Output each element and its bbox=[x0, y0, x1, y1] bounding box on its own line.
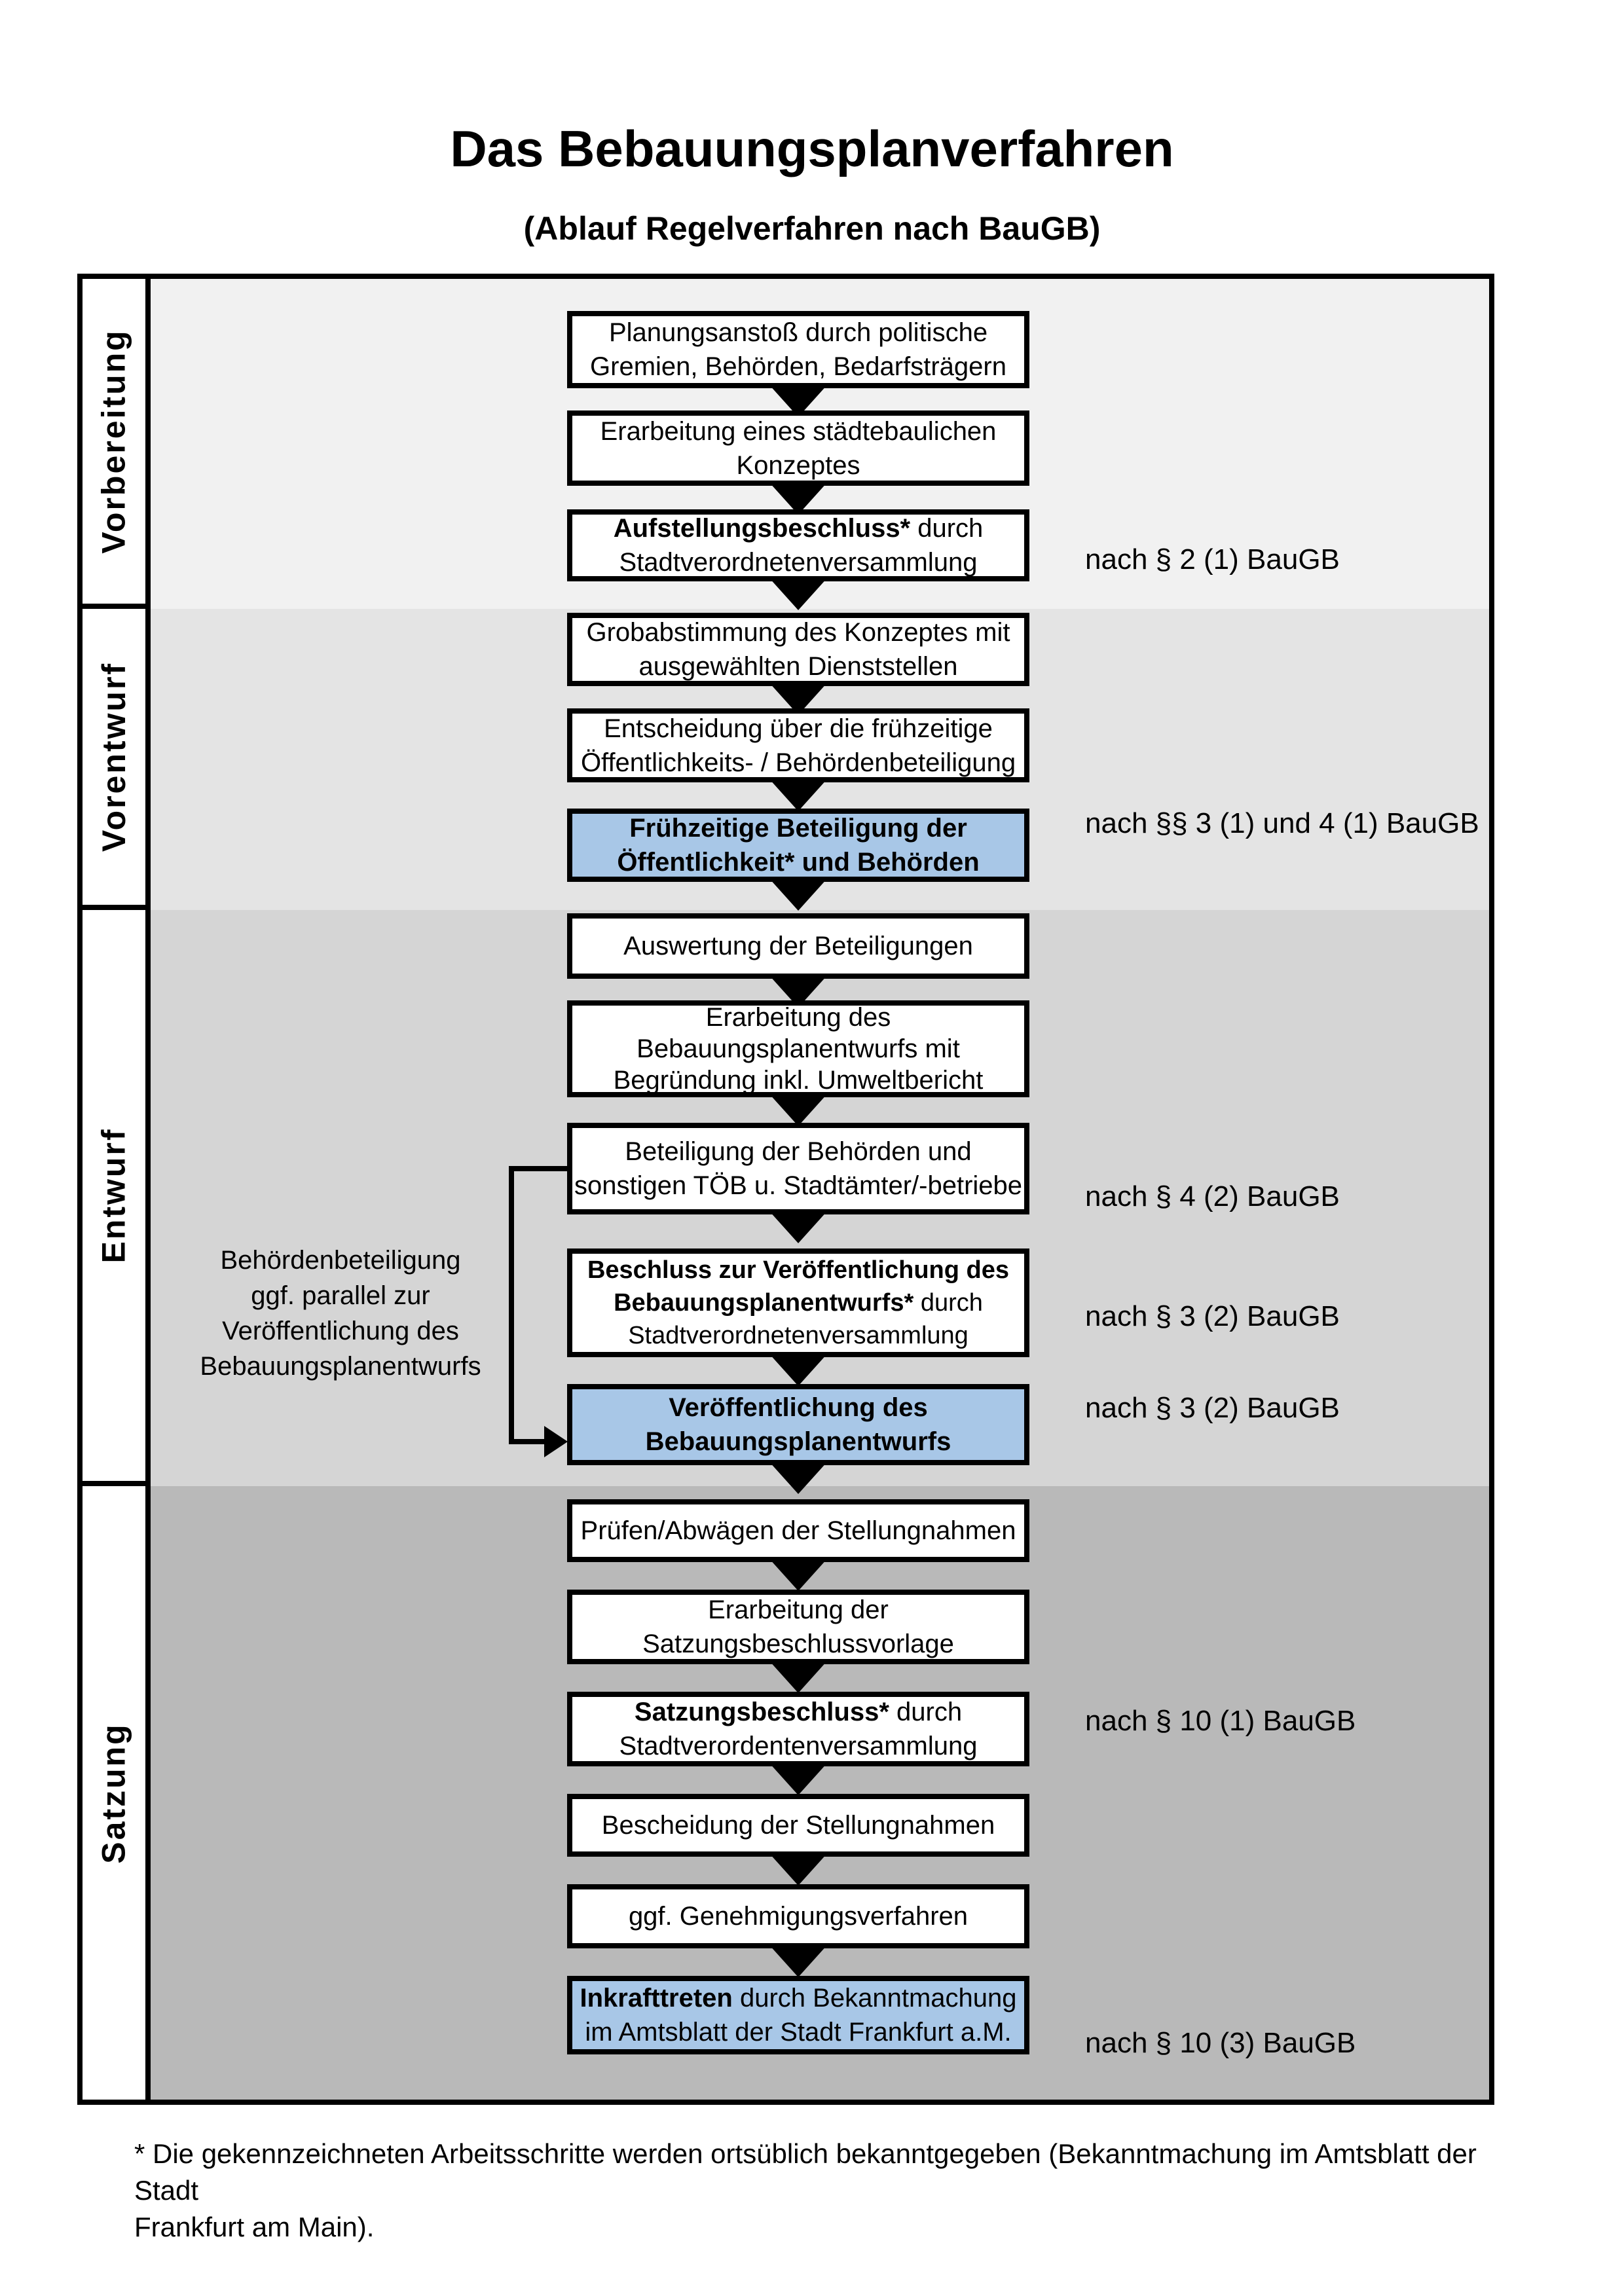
flow-box-line: ausgewählten Dienststellen bbox=[638, 652, 958, 681]
flow-box-line: Erarbeitung eines städtebaulichen bbox=[600, 416, 997, 446]
down-arrow-icon bbox=[769, 1853, 828, 1886]
flow-box-line: Satzungsbeschlussvorlage bbox=[642, 1630, 954, 1658]
flow-box-line: Öffentlichkeit* und Behörden bbox=[617, 848, 980, 877]
flow-box-line: Stadtverordnetenversammlung bbox=[628, 1322, 969, 1349]
flow-box-line: Prüfen/Abwägen der Stellungnahmen bbox=[580, 1516, 1016, 1545]
flow-box-line: Bescheidung der Stellungnahmen bbox=[601, 1811, 995, 1840]
legal-reference: nach § 3 (2) BauGB bbox=[1085, 1392, 1340, 1424]
flow-box-line: Stadtverordentenversammlung bbox=[619, 1732, 978, 1760]
down-arrow-icon bbox=[769, 577, 828, 610]
flow-box-line: Öffentlichkeits- / Behördenbeteiligung bbox=[580, 748, 1016, 777]
down-arrow-icon bbox=[769, 1762, 828, 1795]
footnote: * Die gekennzeichneten Arbeitsschritte w… bbox=[134, 2136, 1522, 2246]
legal-reference: nach § 10 (3) BauGB bbox=[1085, 2027, 1356, 2059]
page-title: Das Bebauungsplanverfahren bbox=[450, 120, 1174, 177]
legal-reference: nach § 4 (2) BauGB bbox=[1085, 1180, 1340, 1212]
legal-reference: nach § 3 (2) BauGB bbox=[1085, 1300, 1340, 1332]
legal-reference: nach § 2 (1) BauGB bbox=[1085, 543, 1340, 575]
flow-box-line: Veröffentlichung des bbox=[669, 1393, 928, 1422]
box-grobabstimmung: Grobabstimmung des Konzeptes mit ausgewäh… bbox=[567, 613, 1029, 686]
sidebar-cell-vorentwurf: Vorentwurf bbox=[83, 609, 151, 910]
sidebar-cell-vorbereitung: Vorbereitung bbox=[83, 279, 151, 609]
bracket-line-vertical bbox=[509, 1166, 514, 1444]
flow-box-line: Erarbeitung des bbox=[705, 1003, 891, 1032]
flow-box-line: Bebauungsplanentwurfs mit bbox=[637, 1034, 960, 1063]
box-pruefen-abwaegen: Prüfen/Abwägen der Stellungnahmen bbox=[567, 1499, 1029, 1562]
legal-reference: nach §§ 3 (1) und 4 (1) BauGB bbox=[1085, 807, 1479, 839]
side-note: Behördenbeteiligung ggf. parallel zur Ve… bbox=[196, 1243, 485, 1384]
flow-box-line: sonstigen TÖB u. Stadtämter/-betriebe bbox=[574, 1171, 1023, 1200]
flow-box-line: Gremien, Behörden, Bedarfsträgern bbox=[590, 352, 1006, 381]
box-inkrafttreten: Inkrafttreten durch Bekanntmachung im Amt… bbox=[567, 1976, 1029, 2054]
flow-box-line: Auswertung der Beteiligungen bbox=[623, 932, 973, 960]
flow-box-line: Grobabstimmung des Konzeptes mit bbox=[586, 618, 1010, 647]
down-arrow-icon bbox=[769, 778, 828, 811]
box-bescheidung: Bescheidung der Stellungnahmen bbox=[567, 1794, 1029, 1857]
side-note-line: ggf. parallel zur bbox=[251, 1281, 430, 1310]
flow-box-line: Konzeptes bbox=[736, 450, 860, 480]
footnote-line: Frankfurt am Main). bbox=[134, 2212, 375, 2242]
flow-box-line: Inkrafttreten durch Bekanntmachung bbox=[580, 1984, 1017, 2013]
flow-box-line: Bebauungsplanentwurfs bbox=[645, 1427, 951, 1456]
down-arrow-icon bbox=[769, 1093, 828, 1126]
page-subtitle: (Ablauf Regelverfahren nach BauGB) bbox=[523, 210, 1101, 247]
down-arrow-icon bbox=[769, 1211, 828, 1243]
legal-reference: nach § 10 (1) BauGB bbox=[1085, 1705, 1356, 1737]
down-arrow-icon bbox=[769, 1558, 828, 1591]
box-beteiligung-behoerden: Beteiligung der Behörden und sonstigen TÖ… bbox=[567, 1123, 1029, 1214]
bracket-right-arrow-icon bbox=[544, 1426, 568, 1457]
box-auswertung: Auswertung der Beteiligungen bbox=[567, 913, 1029, 979]
side-note-line: Bebauungsplanentwurfs bbox=[200, 1352, 481, 1381]
flow-box-line: im Amtsblatt der Stadt Frankfurt a.M. bbox=[585, 2018, 1012, 2047]
flow-box-line: Frühzeitige Beteiligung der bbox=[629, 814, 967, 843]
side-note-line: Behördenbeteiligung bbox=[220, 1246, 461, 1275]
flow-box-line: Begründung inkl. Umweltbericht bbox=[613, 1066, 984, 1095]
diagram-frame: Vorbereitung Vorentwurf Entwurf Satzung … bbox=[77, 274, 1494, 2105]
flow-box-line: Beschluss zur Veröffentlichung des bbox=[587, 1256, 1010, 1284]
flow-overlay: Behördenbeteiligung ggf. parallel zur Ve… bbox=[83, 279, 1489, 2100]
bracket-line-top bbox=[509, 1166, 567, 1171]
sidebar-cell-satzung: Satzung bbox=[83, 1486, 151, 2100]
flow-box-line: Stadtverordnetenversammlung bbox=[619, 548, 978, 577]
sidebar-cell-entwurf: Entwurf bbox=[83, 910, 151, 1486]
down-arrow-icon bbox=[769, 1660, 828, 1693]
down-arrow-icon bbox=[769, 1353, 828, 1386]
flow-box-line: ggf. Genehmigungsverfahren bbox=[628, 1902, 969, 1931]
flow-box-line: Erarbeitung der bbox=[708, 1595, 889, 1624]
flow-box-line: Aufstellungsbeschluss* durch bbox=[613, 514, 984, 543]
down-arrow-icon bbox=[769, 1944, 828, 1977]
down-arrow-icon bbox=[769, 482, 828, 515]
bracket-line-bottom bbox=[509, 1439, 547, 1444]
flow-box-line: Beteiligung der Behörden und bbox=[625, 1137, 972, 1166]
flow-box-line: Entscheidung über die frühzeitige bbox=[604, 714, 993, 743]
diagram-frame-inner: Vorbereitung Vorentwurf Entwurf Satzung … bbox=[83, 279, 1489, 2100]
box-genehmigungsverfahren: ggf. Genehmigungsverfahren bbox=[567, 1884, 1029, 1948]
footnote-line: * Die gekennzeichneten Arbeitsschritte w… bbox=[134, 2138, 1477, 2206]
down-arrow-icon bbox=[769, 878, 828, 911]
side-note-line: Veröffentlichung des bbox=[222, 1317, 459, 1345]
down-arrow-icon bbox=[769, 1461, 828, 1494]
flow-box-line: Satzungsbeschluss* durch bbox=[634, 1698, 963, 1726]
flow-box-line: Planungsanstoß durch politische bbox=[608, 318, 988, 347]
flow-box-line: Bebauungsplanentwurfs* durch bbox=[614, 1289, 983, 1317]
